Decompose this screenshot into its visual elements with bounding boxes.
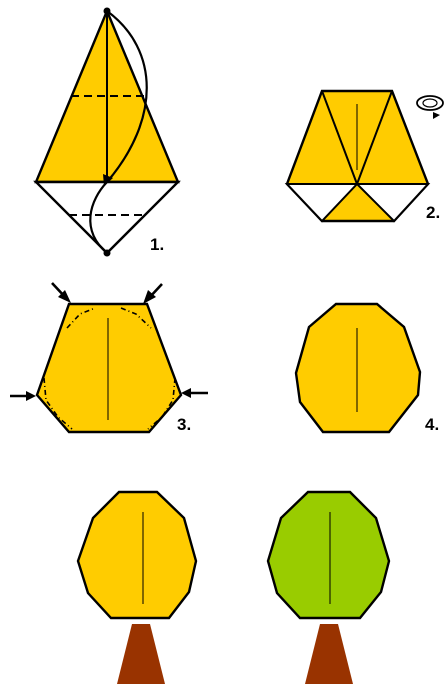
green-tree-foliage (266, 490, 391, 620)
step-1-diagram: 1. (33, 7, 181, 257)
step-1-fold-arrow-top (106, 10, 148, 183)
step-4-label: 4. (425, 415, 439, 434)
green-tree (266, 490, 391, 684)
green-tree-trunk (305, 624, 353, 684)
yellow-tree-foliage (76, 490, 198, 620)
step-2-diag-left (321, 90, 358, 185)
step-1-dot-bottom (103, 249, 111, 257)
push-arrow-right (181, 388, 208, 398)
step-3-outline (35, 302, 183, 434)
step-2-diag-right (356, 90, 393, 185)
step-1-dot-top (103, 7, 111, 15)
step-3-fold-bottom-left (43, 377, 73, 430)
push-arrow-left (10, 391, 36, 401)
yellow-tree-trunk (117, 624, 165, 684)
step-3-label: 3. (177, 415, 191, 434)
step-3-diagram: 3. (10, 282, 208, 434)
step-4-outline (294, 302, 422, 434)
step-4-diagram: 4. (294, 302, 439, 434)
push-arrow-top-left (51, 282, 71, 303)
step-3-fold-bottom-right (147, 377, 176, 430)
step-2-label: 2. (426, 203, 440, 222)
turn-over-icon (416, 95, 444, 119)
step-3-fold-top-right (120, 307, 152, 329)
yellow-tree (76, 490, 198, 684)
step-1-label: 1. (150, 235, 164, 254)
step-1-fold-arrow-bottom (89, 181, 108, 254)
push-arrow-top-right (143, 283, 163, 304)
step-2-diagram: 2. (284, 89, 444, 223)
